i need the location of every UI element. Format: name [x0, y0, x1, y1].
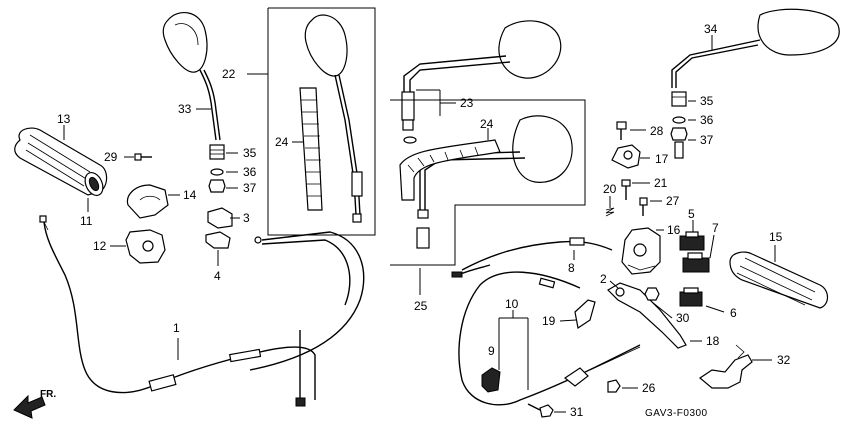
callout-27: 27 — [666, 194, 680, 208]
mirror-adaptor-right — [670, 91, 688, 159]
switch-5 — [679, 231, 705, 251]
cable-8 — [451, 237, 613, 278]
switch-6 — [679, 287, 703, 307]
clutch-cable — [39, 215, 316, 407]
callout-37a: 37 — [243, 181, 257, 195]
box-25 — [390, 99, 586, 266]
brake-lever — [607, 282, 687, 349]
callout-12: 12 — [93, 239, 107, 253]
right-mirror — [671, 8, 840, 88]
screw-29 — [124, 153, 152, 161]
callout-13: 13 — [57, 112, 71, 126]
mirror-adaptor-left — [208, 144, 226, 193]
right-mirror-with-boot — [399, 115, 573, 249]
right-grip — [729, 251, 829, 309]
clamp-9 — [481, 367, 501, 393]
left-grip — [14, 127, 108, 196]
mirror-with-boot — [299, 14, 363, 223]
switch-7 — [682, 252, 710, 273]
bolt-31 — [527, 403, 554, 418]
callout-35a: 35 — [243, 146, 257, 160]
callout-22: 22 — [222, 67, 236, 81]
box-22 — [267, 7, 376, 236]
callout-7: 7 — [712, 221, 719, 235]
callout-32: 32 — [777, 353, 791, 367]
callout-31: 31 — [570, 405, 584, 419]
callout-29: 29 — [104, 150, 118, 164]
pin-21 — [621, 179, 631, 200]
spring-20 — [605, 207, 615, 217]
callout-25: 25 — [414, 299, 428, 313]
callout-34: 34 — [704, 22, 718, 36]
bolt-28 — [616, 121, 627, 140]
callout-33: 33 — [178, 102, 192, 116]
callout-1: 1 — [173, 321, 180, 335]
callout-17: 17 — [655, 152, 669, 166]
callout-36a: 36 — [243, 165, 257, 179]
callout-26: 26 — [642, 381, 656, 395]
callout-11: 11 — [80, 214, 93, 228]
throttle-cables — [249, 231, 365, 371]
bracket-32 — [698, 344, 753, 389]
clutch-bracket — [205, 207, 233, 249]
callout-37b: 37 — [700, 133, 714, 147]
screw-27 — [639, 197, 648, 216]
callout-35b: 35 — [700, 94, 714, 108]
callout-8: 8 — [568, 261, 575, 275]
callout-36b: 36 — [700, 113, 714, 127]
callout-15: 15 — [769, 230, 783, 244]
brake-holder-16 — [621, 227, 661, 275]
right-mirror-upper — [401, 20, 562, 144]
brake-cable — [458, 271, 641, 406]
callout-2: 2 — [600, 272, 607, 286]
bolt-26 — [607, 379, 621, 393]
callout-9: 9 — [488, 344, 495, 358]
callout-28: 28 — [650, 124, 664, 138]
callout-21: 21 — [654, 176, 668, 190]
callout-14: 14 — [183, 188, 197, 202]
diagram-code: GAV3-F0300 — [645, 408, 708, 419]
callout-6: 6 — [730, 306, 737, 320]
bracket-19 — [574, 299, 596, 330]
callout-4: 4 — [214, 269, 221, 283]
callout-5: 5 — [688, 207, 695, 221]
callout-24b: 24 — [480, 117, 494, 131]
switch-holder-lower — [125, 229, 166, 264]
callout-16: 16 — [667, 223, 681, 237]
callout-19: 19 — [542, 314, 556, 328]
callout-24a: 24 — [275, 135, 289, 149]
switch-holder-upper — [126, 184, 169, 219]
front-direction-arrow — [13, 394, 46, 419]
callout-10: 10 — [505, 297, 519, 311]
callout-18: 18 — [706, 334, 720, 348]
callout-23: 23 — [460, 96, 474, 110]
clamp-17 — [611, 144, 641, 169]
callout-20: 20 — [603, 182, 617, 196]
nut-30 — [644, 287, 660, 301]
callout-30: 30 — [676, 311, 690, 325]
direction-label: FR. — [40, 389, 56, 400]
callout-3: 3 — [243, 211, 250, 225]
left-mirror — [162, 12, 221, 141]
